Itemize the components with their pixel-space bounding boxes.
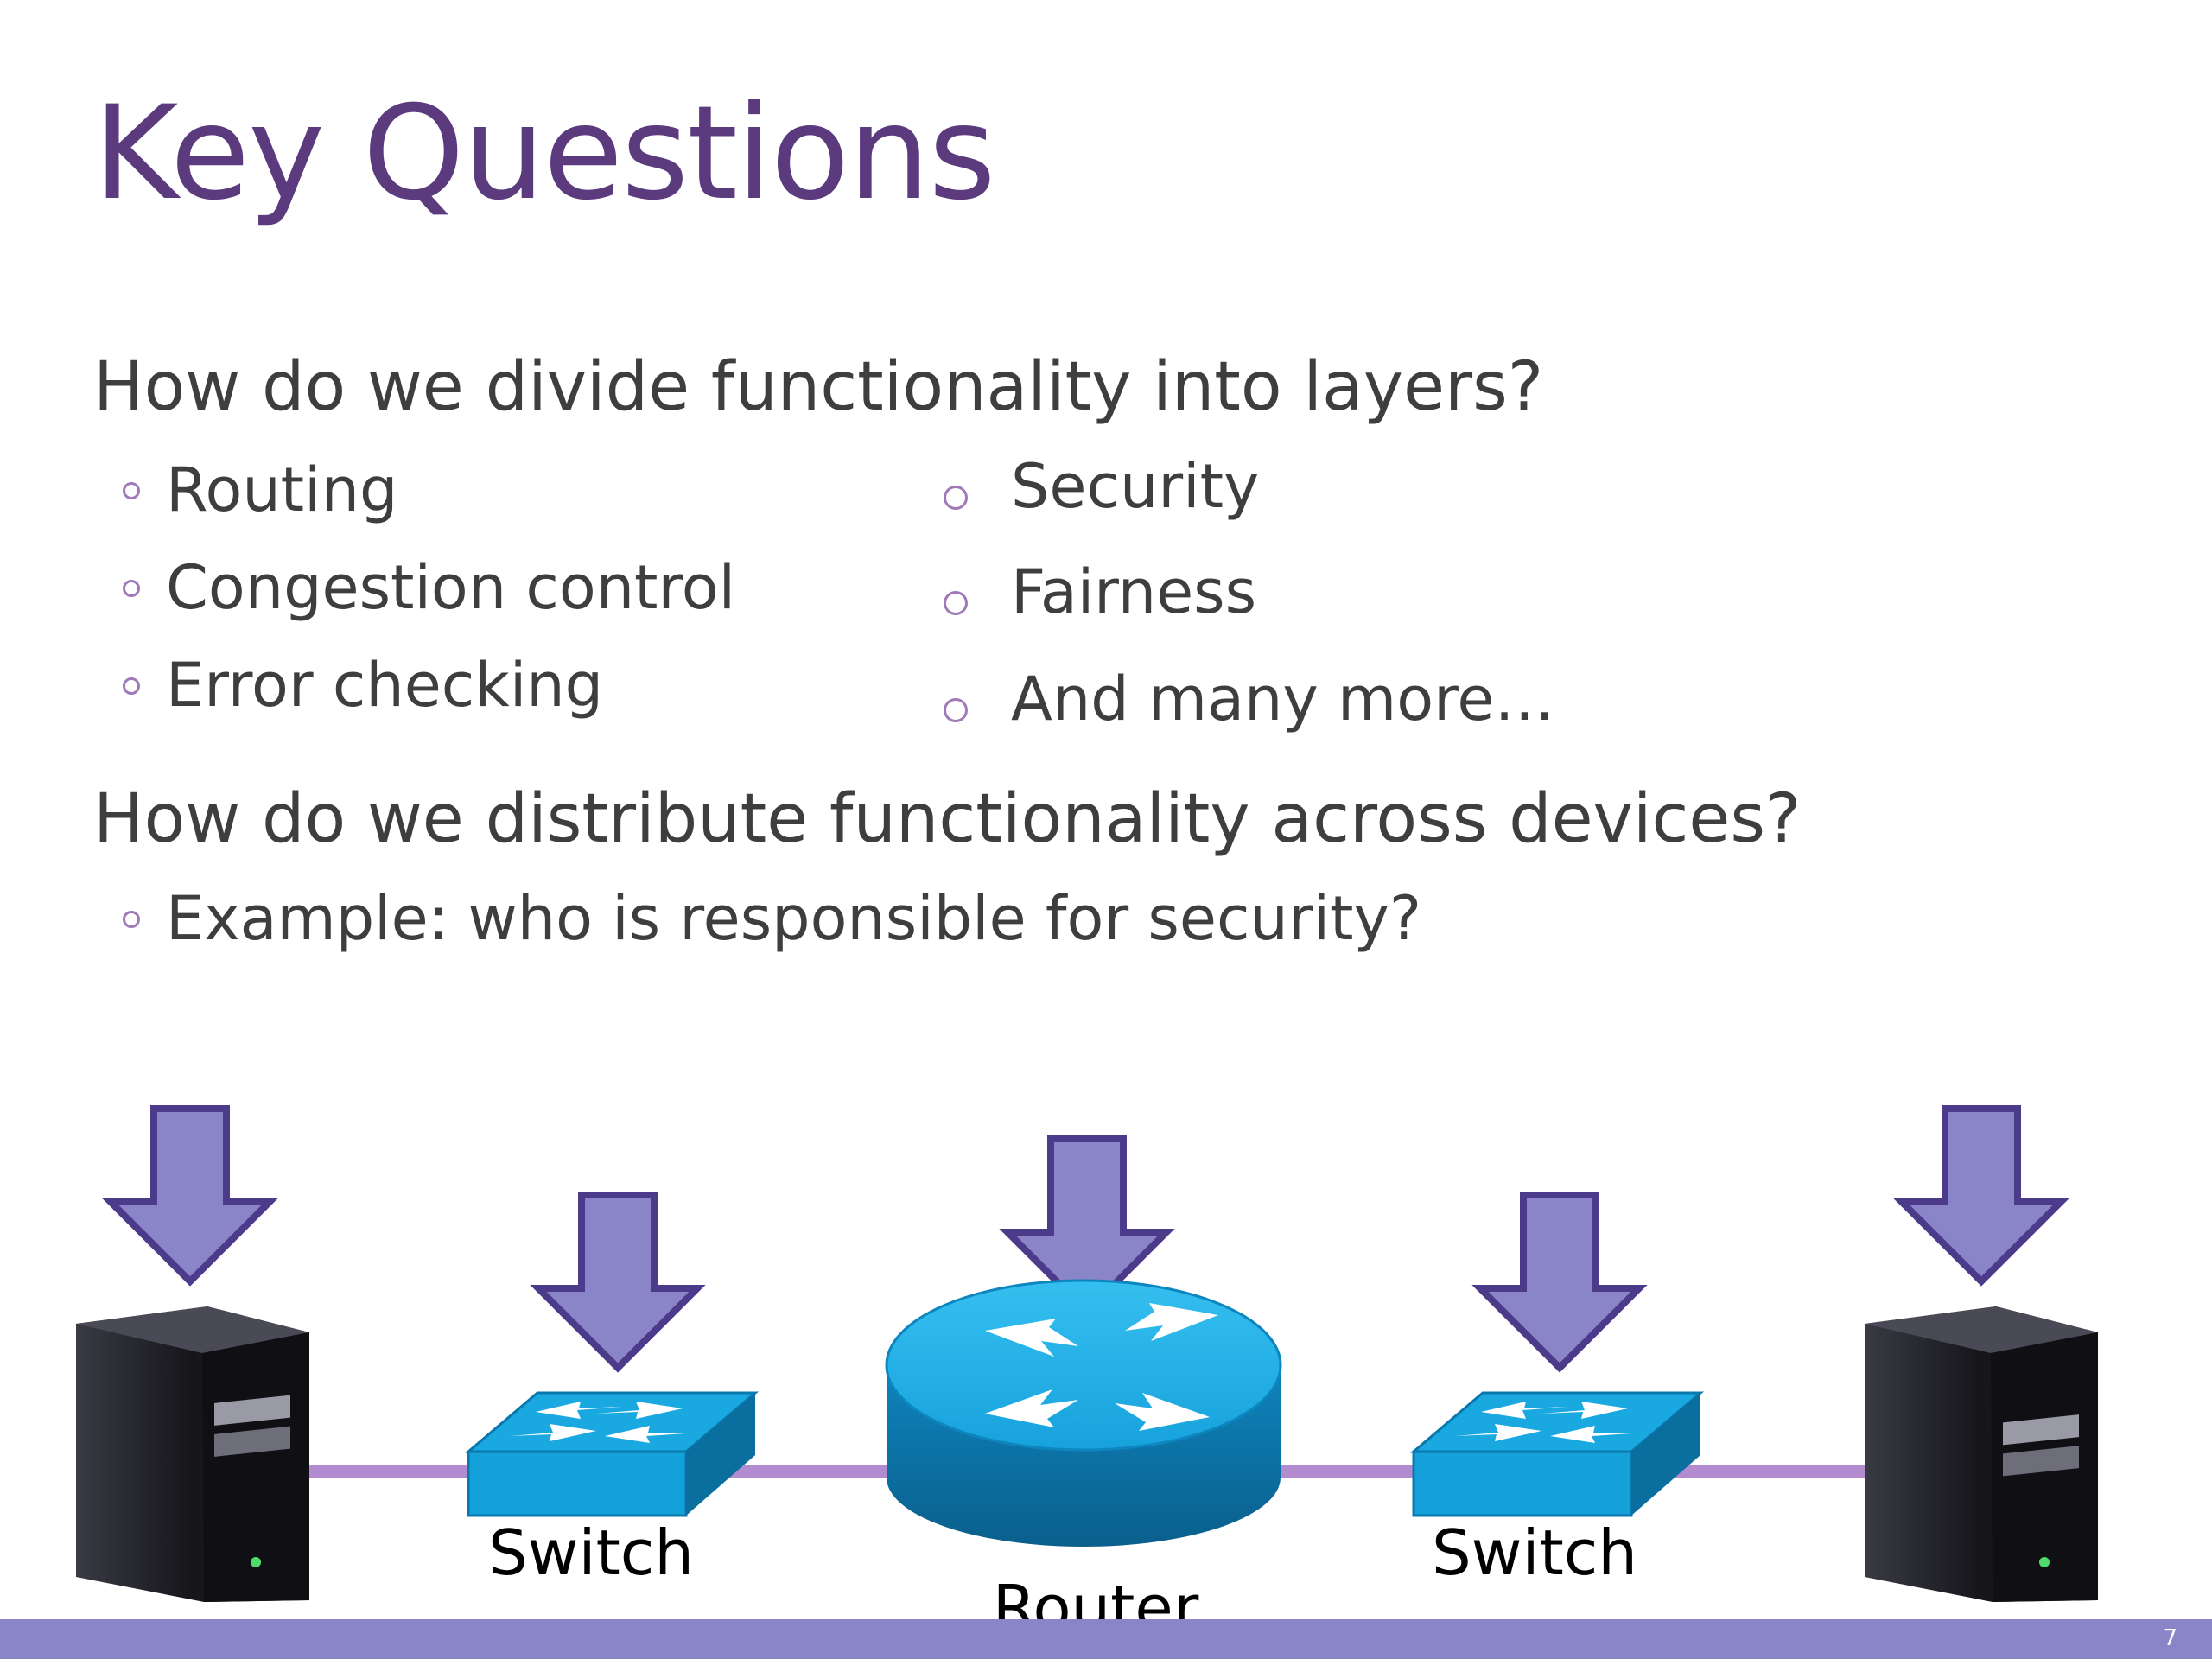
bullet-marker-icon — [123, 911, 140, 928]
bullet-marker-icon — [944, 591, 968, 615]
network-diagram: Switch Router Switch — [76, 1105, 2098, 1644]
down-arrow-icon — [1893, 1105, 2069, 1287]
footer-bar — [0, 1619, 2212, 1659]
down-arrow-icon — [102, 1105, 278, 1287]
down-arrow-icon — [530, 1192, 706, 1373]
bullet-marker-icon — [944, 698, 968, 722]
bullet-label: And many more… — [1011, 664, 1555, 734]
bullet-marker-icon — [944, 486, 968, 510]
switch-left-icon — [464, 1391, 760, 1517]
bullet-label: Error checking — [166, 650, 604, 721]
switch-right-icon — [1409, 1391, 1705, 1517]
switch-left-label: Switch — [488, 1516, 694, 1589]
bullet-marker-icon — [123, 677, 140, 695]
question-layers: How do we divide functionality into laye… — [93, 348, 1544, 426]
down-arrow-icon — [999, 1135, 1175, 1317]
bullet-marker-icon — [123, 580, 140, 597]
bullet-label: Routing — [166, 454, 398, 525]
router-icon — [885, 1279, 1282, 1547]
down-arrow-icon — [1471, 1192, 1648, 1373]
switch-right-label: Switch — [1432, 1516, 1637, 1589]
bullet-label: Example: who is responsible for security… — [166, 883, 1422, 954]
bullet-label: Congestion control — [166, 552, 736, 623]
question-devices: How do we distribute functionality acros… — [93, 780, 1802, 858]
slide-title: Key Questions — [93, 79, 996, 229]
bullet-marker-icon — [123, 482, 140, 499]
bullet-label: Security — [1011, 451, 1260, 522]
server-left-icon — [76, 1306, 309, 1602]
bullet-label: Fairness — [1011, 556, 1257, 627]
server-right-icon — [1865, 1306, 2098, 1602]
page-number: 7 — [2163, 1625, 2177, 1651]
